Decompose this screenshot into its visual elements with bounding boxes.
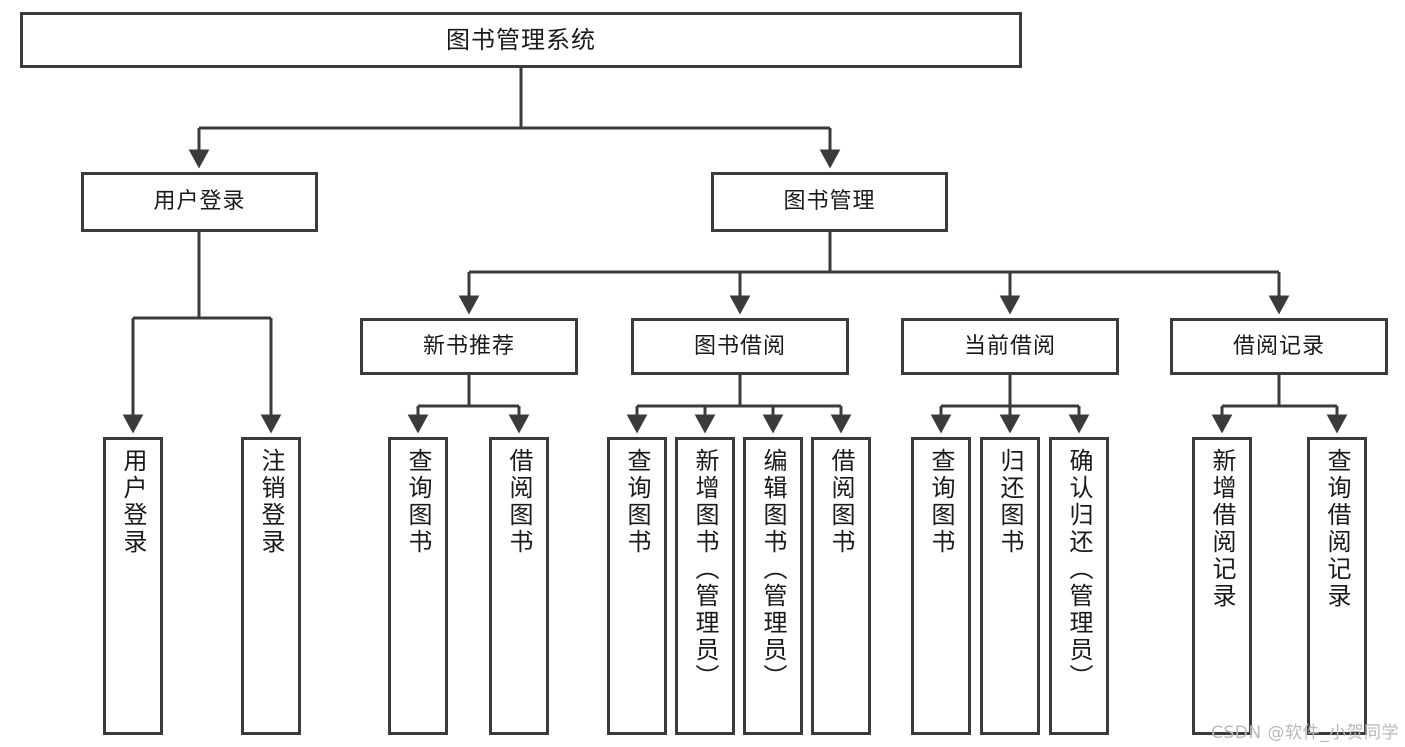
leaf-current-borrow-1[interactable]: 归还图书 — [980, 437, 1040, 735]
node-label: 借阅图书 — [827, 448, 855, 556]
node-root-book-management-system[interactable]: 图书管理系统 — [20, 12, 1022, 68]
node-book-management[interactable]: 图书管理 — [711, 172, 948, 232]
leaf-current-borrow-0[interactable]: 查询图书 — [911, 437, 971, 735]
csdn-watermark: CSDN @软件_小贺同学 — [1211, 723, 1399, 743]
leaf-user-login-0[interactable]: 用户登录 — [103, 437, 163, 735]
node-borrow-records[interactable]: 借阅记录 — [1170, 318, 1388, 375]
node-label: 新增借阅记录 — [1208, 448, 1236, 610]
node-label: 图书管理 — [783, 189, 876, 215]
leaf-book-borrow-2[interactable]: 编辑图书（管理员） — [743, 437, 803, 735]
node-label: 查询借阅记录 — [1323, 448, 1351, 610]
node-current-borrowing[interactable]: 当前借阅 — [901, 318, 1119, 375]
node-user-login[interactable]: 用户登录 — [81, 172, 318, 232]
leaf-current-borrow-2[interactable]: 确认归还（管理员） — [1049, 437, 1109, 735]
leaf-user-login-1[interactable]: 注销登录 — [241, 437, 301, 735]
leaf-borrow-record-1[interactable]: 查询借阅记录 — [1307, 437, 1367, 735]
node-label: 当前借阅 — [963, 333, 1056, 359]
node-book-borrowing[interactable]: 图书借阅 — [631, 318, 849, 375]
node-label: 图书管理系统 — [446, 25, 596, 54]
leaf-borrow-record-0[interactable]: 新增借阅记录 — [1192, 437, 1252, 735]
node-label: 查询图书 — [623, 448, 651, 556]
node-label: 注销登录 — [257, 448, 285, 556]
leaf-new-book-rec-0[interactable]: 查询图书 — [388, 437, 448, 735]
node-new-book-recommendation[interactable]: 新书推荐 — [360, 318, 578, 375]
node-label: 新增图书（管理员） — [691, 448, 719, 691]
node-label: 用户登录 — [153, 189, 246, 215]
leaf-book-borrow-0[interactable]: 查询图书 — [607, 437, 667, 735]
node-label: 查询图书 — [404, 448, 432, 556]
node-label: 用户登录 — [119, 448, 147, 556]
node-label: 借阅图书 — [505, 448, 533, 556]
node-label: 借阅记录 — [1232, 333, 1325, 359]
leaf-book-borrow-3[interactable]: 借阅图书 — [811, 437, 871, 735]
leaf-book-borrow-1[interactable]: 新增图书（管理员） — [675, 437, 735, 735]
node-label: 新书推荐 — [422, 333, 515, 359]
node-label: 归还图书 — [996, 448, 1024, 556]
node-label: 确认归还（管理员） — [1065, 448, 1093, 691]
node-label: 查询图书 — [927, 448, 955, 556]
node-label: 图书借阅 — [693, 333, 786, 359]
leaf-new-book-rec-1[interactable]: 借阅图书 — [489, 437, 549, 735]
node-label: 编辑图书（管理员） — [759, 448, 787, 691]
